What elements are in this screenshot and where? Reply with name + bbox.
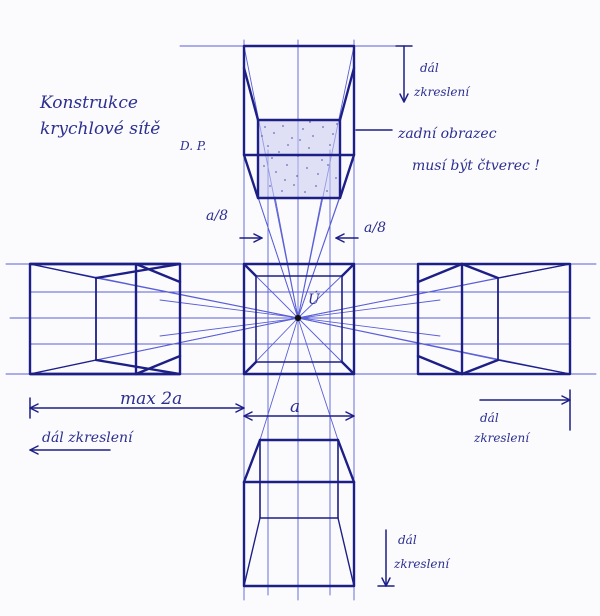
label-max-2a: max 2a (120, 389, 182, 409)
vanishing-point-dot (294, 314, 302, 322)
continue-right-2: zkreslení (473, 431, 531, 445)
continue-top-1: dál (420, 61, 439, 75)
right-cube-frame (416, 262, 572, 376)
label-a8-right: a/8 (364, 220, 386, 236)
center-cube-front (242, 262, 356, 376)
back-face-shading (258, 120, 340, 198)
continue-right-1: dál (480, 411, 499, 425)
top-cube-frame (242, 44, 356, 157)
cube-outlines (28, 44, 572, 588)
continue-bottom-1: dál (398, 533, 417, 547)
title-line-2: krychlové sítě (40, 119, 160, 139)
left-cube-frame (28, 262, 182, 376)
continue-bottom-2: zkreslení (393, 557, 451, 571)
note-line-1: zadní obrazec (397, 126, 497, 142)
title-line-1: Konstrukce (39, 93, 138, 113)
label-a8-left: a/8 (206, 208, 228, 224)
continue-left: dál zkreslení (42, 430, 134, 446)
top-cube-back-face (256, 118, 342, 200)
center-cube-back (255, 275, 343, 363)
continue-top-2: zkreslení (413, 85, 471, 99)
vanishing-point-label: Ú (308, 290, 321, 308)
dimension-marks (29, 45, 571, 587)
label-a: a (290, 397, 300, 417)
note-line-2: musí být čtverec ! (412, 157, 540, 174)
author-initials: D. P. (179, 139, 206, 153)
